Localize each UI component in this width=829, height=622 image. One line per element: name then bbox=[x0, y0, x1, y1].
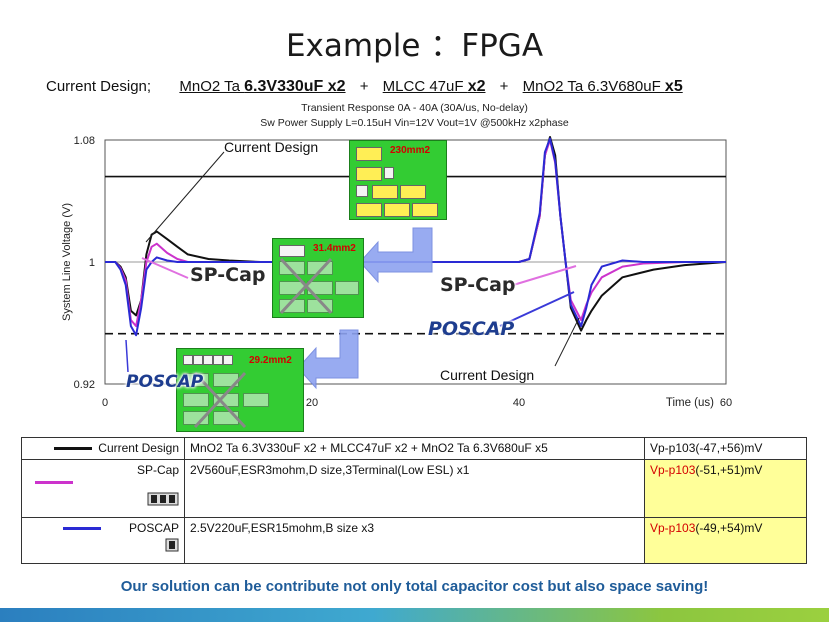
chart-subtitle-1: Transient Response 0A - 40A (30A/us, No-… bbox=[301, 102, 528, 114]
line-swatch bbox=[54, 447, 93, 451]
capacitor-chip bbox=[183, 355, 193, 365]
line-swatch bbox=[62, 527, 101, 531]
y-tick-label: 0.92 bbox=[74, 379, 95, 391]
capacitor-chip bbox=[335, 281, 359, 295]
spcap-logo-right: SP-Cap bbox=[440, 274, 516, 296]
plus-sign: + bbox=[499, 78, 509, 95]
y-axis-label: System Line Voltage (V) bbox=[61, 203, 73, 321]
current-design-line: Current Design; MnO2 Ta 6.3V330uF x2 + M… bbox=[46, 78, 683, 96]
block-arrow-1 bbox=[359, 227, 433, 284]
series-line-poscap bbox=[105, 137, 726, 337]
table-row-current: Current Design MnO2 Ta 6.3V330uF x2 + ML… bbox=[21, 437, 807, 460]
pointer-spcap-left bbox=[141, 257, 189, 279]
description-cell: 2V560uF,ESR3mohm,D size,3Terminal(Low ES… bbox=[184, 459, 645, 518]
capacitor-chip bbox=[384, 167, 394, 179]
capacitor-chip bbox=[223, 355, 233, 365]
capacitor-chip bbox=[183, 393, 209, 407]
poscap-logo-left: POSCAP bbox=[126, 372, 204, 392]
capacitor-chip bbox=[356, 185, 368, 197]
board-area-label: 31.4mm2 bbox=[313, 243, 356, 254]
poscap-chip-icon bbox=[165, 538, 179, 552]
pointer-poscap-left bbox=[125, 339, 129, 373]
pointer-current-bottom bbox=[554, 317, 580, 367]
footer-gradient-band bbox=[0, 608, 829, 622]
cross-out-icon bbox=[279, 257, 333, 315]
x-tick-label: 0 bbox=[102, 397, 108, 409]
comparison-table: Current Design MnO2 Ta 6.3V330uF x2 + ML… bbox=[21, 437, 807, 564]
capacitor-chip bbox=[243, 393, 269, 407]
annotation-current-design-bottom: Current Design bbox=[440, 367, 535, 383]
poscap-logo-right: POSCAP bbox=[428, 318, 515, 340]
capacitor-chip bbox=[356, 167, 382, 181]
vpp-cell: Vp-p103(-47,+56)mV bbox=[644, 437, 807, 460]
current-design-label: Current Design; bbox=[46, 78, 152, 95]
vpp-cell: Vp-p103(-49,+54)mV bbox=[644, 517, 807, 564]
table-row-poscap: POSCAP 2.5V220uF,ESR15mohm,B size x3 Vp-… bbox=[21, 517, 807, 564]
pointer-current-top bbox=[145, 151, 225, 243]
design-part-1: MnO2 Ta 6.3V330uF x2 bbox=[179, 78, 346, 95]
capacitor-chip bbox=[372, 185, 398, 199]
capacitor-chip bbox=[400, 185, 426, 199]
capacitor-chip bbox=[412, 203, 438, 217]
x-tick-label: 20 bbox=[306, 397, 318, 409]
board-area-label: 29.2mm2 bbox=[249, 355, 292, 366]
line-swatch bbox=[35, 481, 73, 485]
capacitor-chip bbox=[356, 203, 382, 217]
description-cell: 2.5V220uF,ESR15mohm,B size x3 bbox=[184, 517, 645, 564]
x-tick-label: 60 bbox=[720, 397, 732, 409]
x-axis-label: Time (us) bbox=[666, 397, 714, 409]
plus-sign: + bbox=[359, 78, 369, 95]
block-arrow-2 bbox=[297, 329, 359, 390]
board-area-label: 230mm2 bbox=[390, 145, 431, 156]
x-tick-label: 40 bbox=[513, 397, 525, 409]
y-tick-label: 1.08 bbox=[74, 135, 95, 147]
table-row-spcap: SP-Cap 2V560uF,ESR3mohm,D size,3Terminal… bbox=[21, 459, 807, 518]
series-name-cell: Current Design bbox=[21, 437, 185, 460]
pcb-board-current: 230mm2 bbox=[349, 140, 447, 220]
capacitor-chip bbox=[213, 355, 223, 365]
vpp-cell: Vp-p103(-51,+51)mV bbox=[644, 459, 807, 518]
spcap-chip-icon bbox=[147, 492, 179, 506]
design-part-3: MnO2 Ta 6.3V680uF x5 bbox=[522, 78, 683, 95]
design-part-2: MLCC 47uF x2 bbox=[382, 78, 486, 95]
capacitor-chip bbox=[203, 355, 213, 365]
capacitor-chip bbox=[384, 203, 410, 217]
slide-title: Example ：FPGA bbox=[285, 28, 544, 64]
description-cell: MnO2 Ta 6.3V330uF x2 + MLCC47uF x2 + MnO… bbox=[184, 437, 645, 460]
chart-subtitle-2: Sw Power Supply L=0.15uH Vin=12V Vout=1V… bbox=[260, 117, 569, 129]
capacitor-chip bbox=[279, 245, 305, 257]
pcb-board-poscap: 29.2mm2 bbox=[176, 348, 304, 432]
series-name-cell: POSCAP bbox=[21, 517, 185, 564]
arrow-layer bbox=[125, 151, 580, 390]
capacitor-chip bbox=[356, 147, 382, 161]
series-name-cell: SP-Cap bbox=[21, 459, 185, 518]
footer-message: Our solution can be contribute not only … bbox=[120, 578, 709, 595]
annotation-current-design-top: Current Design bbox=[224, 139, 319, 155]
spcap-logo-left: SP-Cap bbox=[190, 264, 266, 286]
pcb-board-spcap: 31.4mm2 bbox=[272, 238, 364, 318]
pointer-poscap-right bbox=[499, 291, 575, 327]
cross-out-icon bbox=[193, 371, 247, 429]
y-tick-label: 1 bbox=[89, 257, 95, 269]
pointer-spcap-right bbox=[509, 265, 577, 287]
capacitor-chip bbox=[193, 355, 203, 365]
